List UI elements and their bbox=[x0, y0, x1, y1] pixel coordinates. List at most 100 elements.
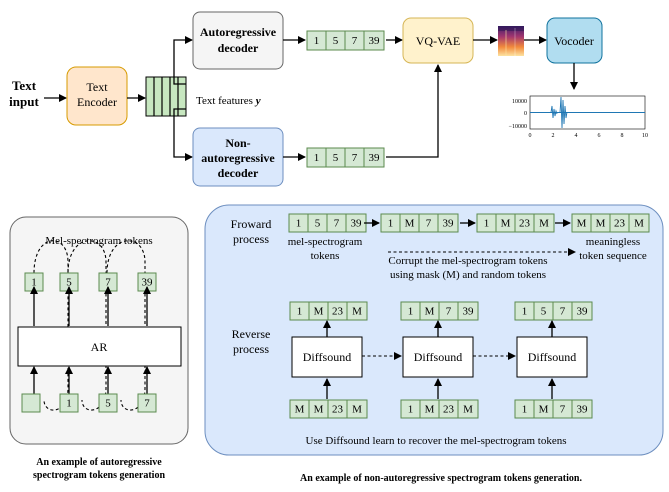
nar-output-tokens: 1 5 7 39 bbox=[306, 147, 385, 168]
svg-text:An example of non-autoregress: An example of non-autoregressive spectro… bbox=[300, 473, 582, 484]
token-value: 23 bbox=[332, 306, 344, 318]
svg-text:Reverse: Reverse bbox=[232, 327, 271, 341]
token-value: 39 bbox=[369, 152, 381, 164]
token-value: M bbox=[425, 306, 435, 318]
token-value: M bbox=[314, 306, 324, 318]
token-value: 1 bbox=[408, 306, 414, 318]
token-value: 23 bbox=[443, 404, 455, 416]
token-value: M bbox=[501, 218, 511, 230]
token-value: M bbox=[314, 404, 324, 416]
vqvae-box: VQ-VAE bbox=[402, 17, 474, 64]
token-value: 1 bbox=[314, 35, 320, 47]
token-value: 23 bbox=[614, 218, 626, 230]
token-value: 7 bbox=[105, 277, 111, 289]
token-value: M bbox=[352, 306, 362, 318]
mel-tokens-label: mel-spectrogram tokens bbox=[288, 236, 363, 262]
svg-text:Corrupt the mel-spectrogram to: Corrupt the mel-spectrogram tokens bbox=[388, 255, 547, 267]
svg-text:Autoregressive: Autoregressive bbox=[200, 25, 277, 39]
token-cell bbox=[21, 393, 41, 413]
token-cell bbox=[571, 399, 593, 419]
token-value: M bbox=[425, 404, 435, 416]
svg-text:autoregressive: autoregressive bbox=[201, 151, 275, 165]
svg-text:−10000: −10000 bbox=[509, 124, 527, 130]
svg-text:0: 0 bbox=[529, 133, 532, 139]
token-cell bbox=[59, 393, 79, 413]
token-value: 23 bbox=[519, 218, 531, 230]
token-value: 5 bbox=[333, 152, 339, 164]
token-value: M bbox=[634, 218, 644, 230]
svg-text:Diffsound: Diffsound bbox=[528, 350, 576, 364]
svg-text:Non-: Non- bbox=[225, 136, 250, 150]
svg-text:mel-spectrogram: mel-spectrogram bbox=[288, 236, 363, 248]
token-value: 7 bbox=[352, 152, 358, 164]
svg-text:input: input bbox=[9, 94, 39, 109]
svg-text:tokens: tokens bbox=[311, 250, 340, 262]
nar-decoder-box: Non- autoregressive decoder bbox=[192, 127, 284, 187]
token-cell bbox=[98, 393, 118, 413]
svg-text:10: 10 bbox=[642, 133, 648, 139]
token-value: 1 bbox=[314, 152, 320, 164]
token-value: 7 bbox=[446, 306, 452, 318]
token-value: 39 bbox=[142, 277, 154, 289]
svg-text:6: 6 bbox=[598, 133, 601, 139]
spectrogram-image bbox=[498, 26, 524, 56]
svg-text:8: 8 bbox=[621, 133, 624, 139]
token-value: M bbox=[463, 404, 473, 416]
svg-text:decoder: decoder bbox=[218, 166, 259, 180]
token-cell bbox=[346, 301, 368, 321]
svg-text:process: process bbox=[233, 342, 269, 356]
svg-text:Vocoder: Vocoder bbox=[554, 34, 594, 48]
token-value: 7 bbox=[144, 398, 150, 410]
svg-text:decoder: decoder bbox=[218, 41, 259, 55]
token-value: M bbox=[577, 218, 587, 230]
token-value: 5 bbox=[315, 218, 321, 230]
token-value: 23 bbox=[332, 404, 344, 416]
token-value: M bbox=[596, 218, 606, 230]
text-features-label: Text features y bbox=[196, 95, 261, 107]
token-cell bbox=[457, 399, 479, 419]
svg-text:token sequence: token sequence bbox=[579, 250, 647, 262]
text-features-block bbox=[145, 76, 187, 117]
svg-text:Text features y: Text features y bbox=[196, 95, 261, 107]
waveform-x-ticks: 0 2 4 6 8 10 bbox=[529, 133, 649, 139]
token-value: 39 bbox=[463, 306, 475, 318]
token-cell bbox=[571, 301, 593, 321]
ar-decoder-box: Autoregressive decoder bbox=[192, 11, 284, 70]
svg-text:Froward: Froward bbox=[231, 217, 272, 231]
waveform-y-ticks: 10000 0 −10000 bbox=[509, 99, 527, 130]
ar-panel-title: Mel-spectrogram tokens bbox=[45, 235, 152, 247]
nar-caption: An example of non-autoregressive spectro… bbox=[300, 473, 582, 484]
token-cell bbox=[533, 213, 555, 233]
token-value: 39 bbox=[577, 306, 589, 318]
token-value: 39 bbox=[369, 35, 381, 47]
svg-text:Use Diffsound learn to recover: Use Diffsound learn to recover the mel-s… bbox=[306, 435, 567, 447]
svg-text:meaningless: meaningless bbox=[586, 236, 640, 248]
text-input-label: Text input bbox=[9, 78, 39, 109]
token-value: 5 bbox=[66, 277, 72, 289]
svg-text:AR: AR bbox=[91, 340, 108, 354]
token-value: 1 bbox=[388, 218, 394, 230]
svg-text:using mask (M) and random toke: using mask (M) and random tokens bbox=[390, 269, 546, 281]
token-value: 1 bbox=[296, 218, 302, 230]
ar-block: AR bbox=[17, 326, 182, 367]
token-value: M bbox=[539, 218, 549, 230]
token-value: 1 bbox=[297, 306, 303, 318]
svg-text:Encoder: Encoder bbox=[77, 95, 117, 109]
svg-text:Diffsound: Diffsound bbox=[303, 350, 351, 364]
svg-text:process: process bbox=[233, 232, 269, 246]
token-value: 5 bbox=[105, 398, 111, 410]
diffsound-box-1: Diffsound bbox=[291, 336, 363, 378]
token-value: 7 bbox=[560, 306, 566, 318]
token-cell bbox=[363, 30, 385, 51]
reverse-process-label: Reverse process bbox=[232, 327, 271, 356]
meaningless-label: meaningless token sequence bbox=[579, 236, 647, 262]
svg-text:Text: Text bbox=[12, 78, 37, 93]
